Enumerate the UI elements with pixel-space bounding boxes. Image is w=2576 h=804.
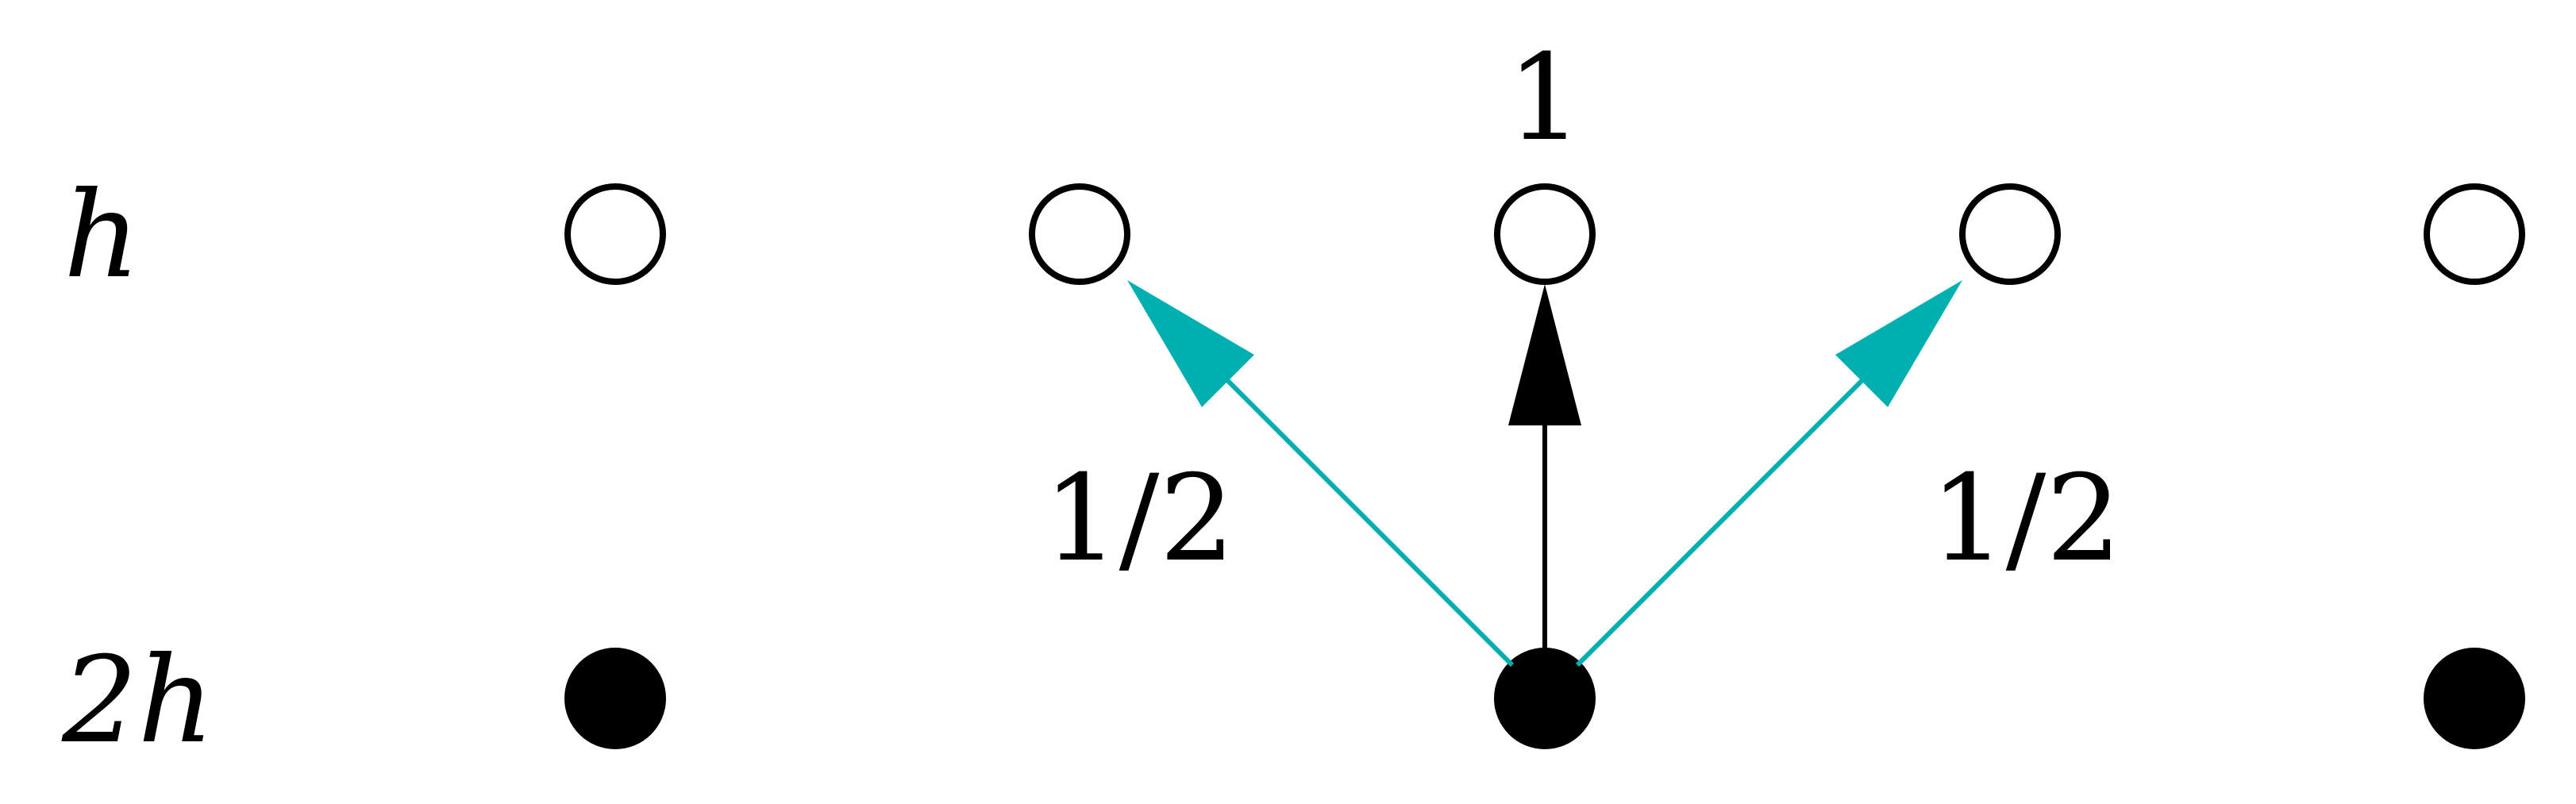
row-label-2h: 2h bbox=[61, 632, 214, 770]
node-open-2 bbox=[1029, 183, 1130, 285]
node-filled-center bbox=[1494, 648, 1596, 749]
arrow-up-head bbox=[1508, 284, 1581, 425]
arrow-right-shaft bbox=[1575, 378, 1865, 667]
edge-label-right: 1/2 bbox=[1930, 450, 2121, 588]
node-open-5 bbox=[2424, 183, 2525, 285]
arrow-left-head bbox=[1127, 280, 1254, 407]
arrow-right-head bbox=[1835, 280, 1962, 407]
edge-label-up: 1 bbox=[1507, 29, 1582, 167]
row-label-h: h bbox=[64, 167, 141, 305]
arrow-left-shaft bbox=[1225, 378, 1515, 667]
node-open-1 bbox=[564, 183, 666, 285]
node-open-3 bbox=[1494, 183, 1596, 285]
node-filled-left bbox=[564, 648, 666, 749]
node-filled-right bbox=[2424, 648, 2525, 749]
node-open-4 bbox=[1959, 183, 2061, 285]
edge-label-left: 1/2 bbox=[1043, 450, 1234, 588]
